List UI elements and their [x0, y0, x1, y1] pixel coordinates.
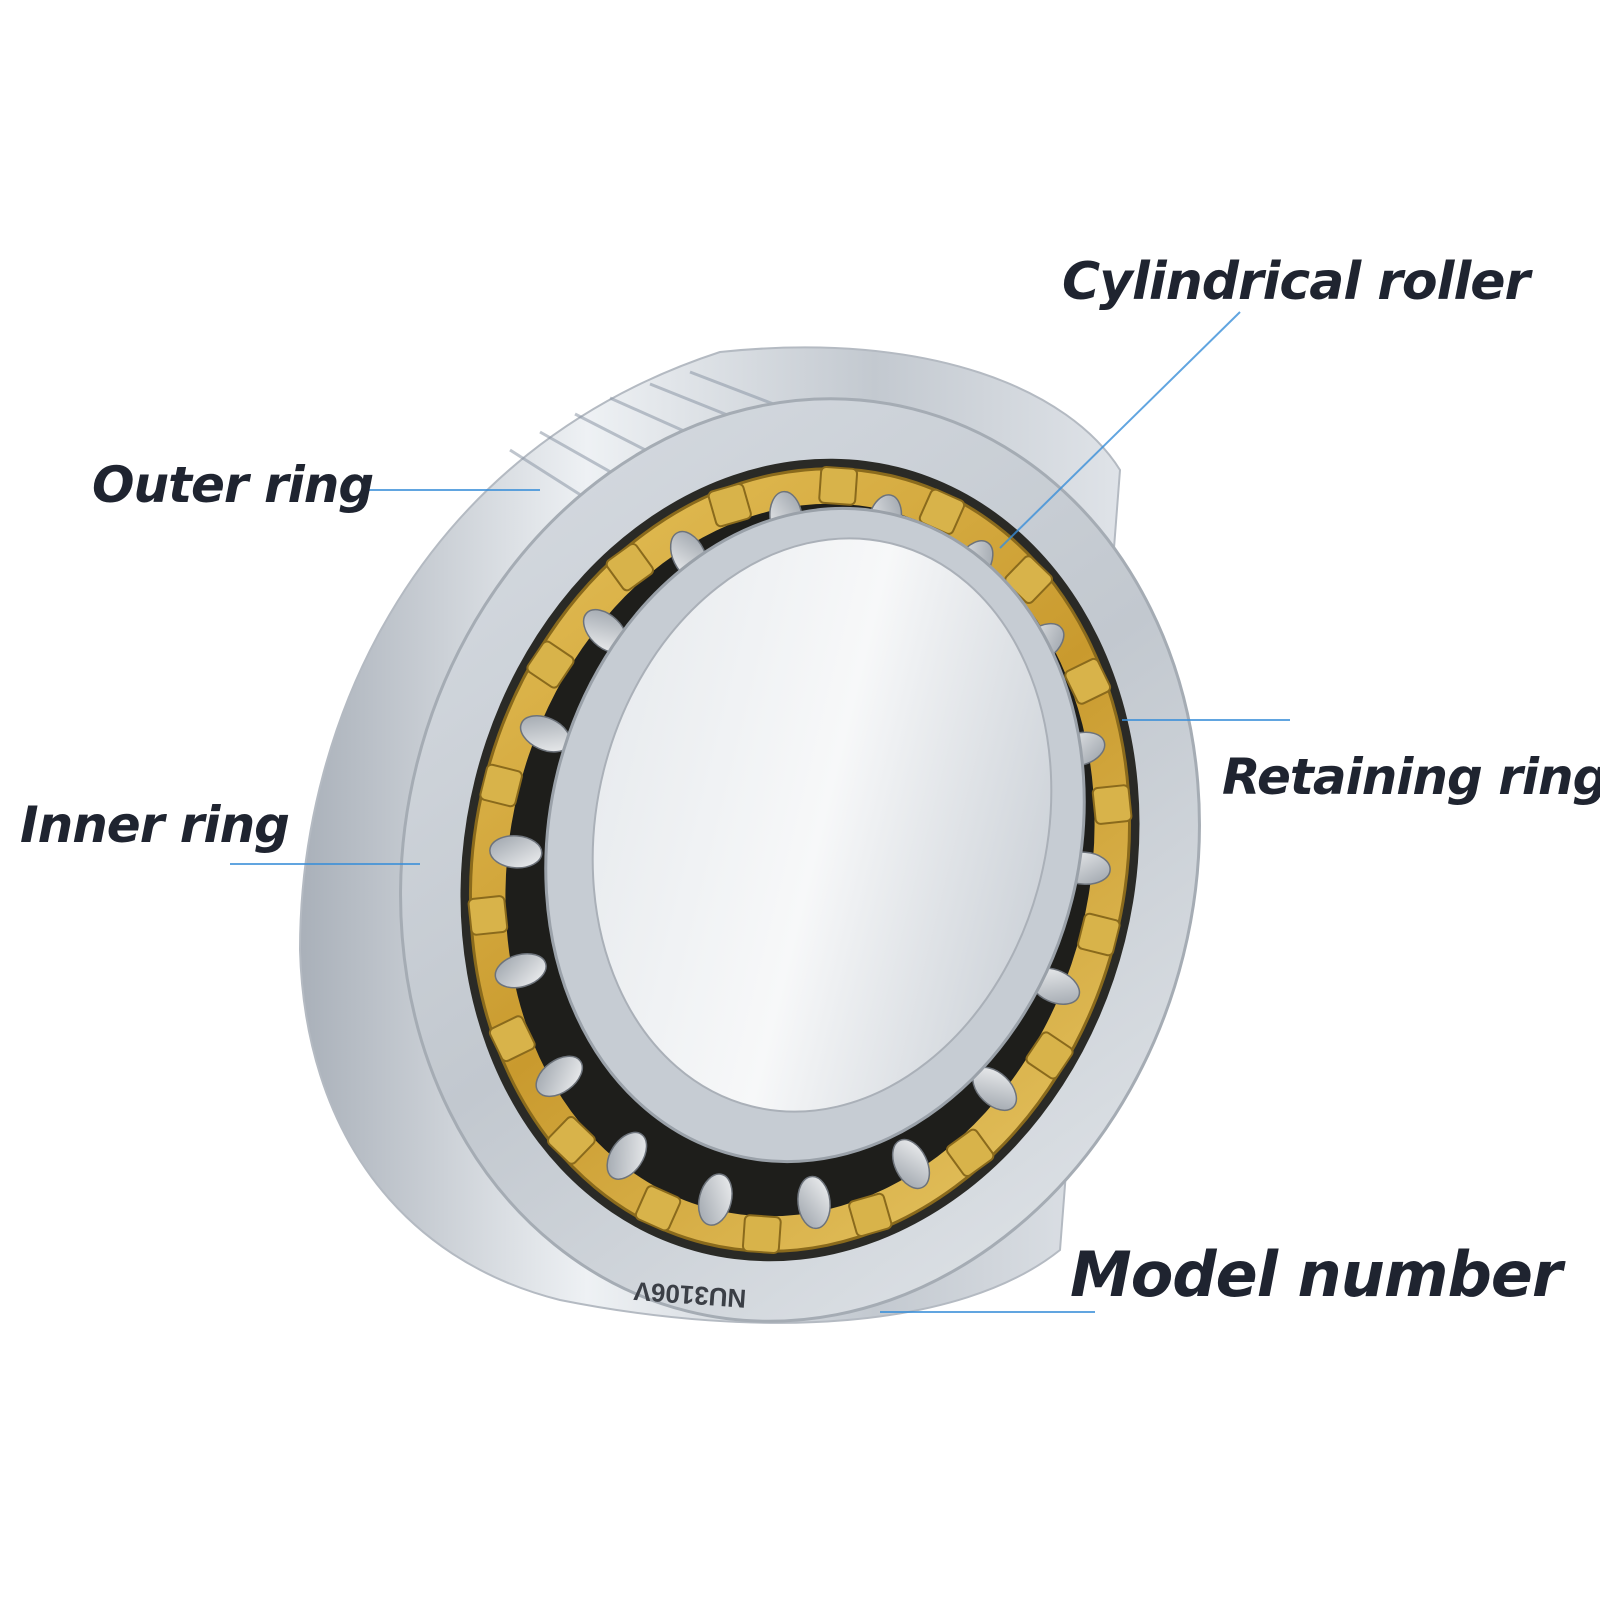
- cage-pocket: [488, 1015, 536, 1063]
- cylindrical-roller: [489, 834, 543, 869]
- leader-cylindrical-roller: [999, 311, 1241, 549]
- cage-pocket: [818, 465, 859, 506]
- cage-pocket: [479, 763, 523, 808]
- cylindrical-roller: [494, 953, 547, 989]
- cylindrical-roller: [606, 1131, 648, 1180]
- leader-lines: [230, 311, 1290, 1313]
- label-outer-ring: Outer ring: [92, 456, 374, 514]
- cage-pocket: [526, 640, 575, 689]
- cage-pocket: [945, 1128, 995, 1177]
- cage-pocket: [1077, 912, 1121, 957]
- inner-ring-shape: [544, 506, 1086, 1164]
- cage-pocket: [848, 1192, 893, 1237]
- cage-pocket: [546, 1115, 596, 1165]
- cage-pocket: [1025, 1031, 1074, 1080]
- label-retaining-ring: Retaining ring: [1222, 748, 1600, 806]
- cylindrical-roller: [797, 1175, 831, 1230]
- cage-pocket: [1064, 657, 1112, 705]
- cylindrical-roller: [697, 1173, 733, 1226]
- cylindrical-roller: [535, 1055, 584, 1098]
- cage-pocket: [467, 895, 509, 936]
- cage-pocket: [605, 543, 655, 592]
- cage-pocket: [741, 1214, 782, 1255]
- cylindrical-roller: [891, 1138, 931, 1190]
- cage-pocket: [707, 483, 752, 528]
- cage-pockets: [467, 465, 1133, 1255]
- cage-pocket: [634, 1185, 682, 1232]
- cage-pocket: [1091, 784, 1133, 825]
- label-cylindrical-roller: Cylindrical roller: [1062, 252, 1530, 312]
- label-inner-ring: Inner ring: [20, 796, 290, 854]
- label-model-number: Model number: [1070, 1238, 1562, 1311]
